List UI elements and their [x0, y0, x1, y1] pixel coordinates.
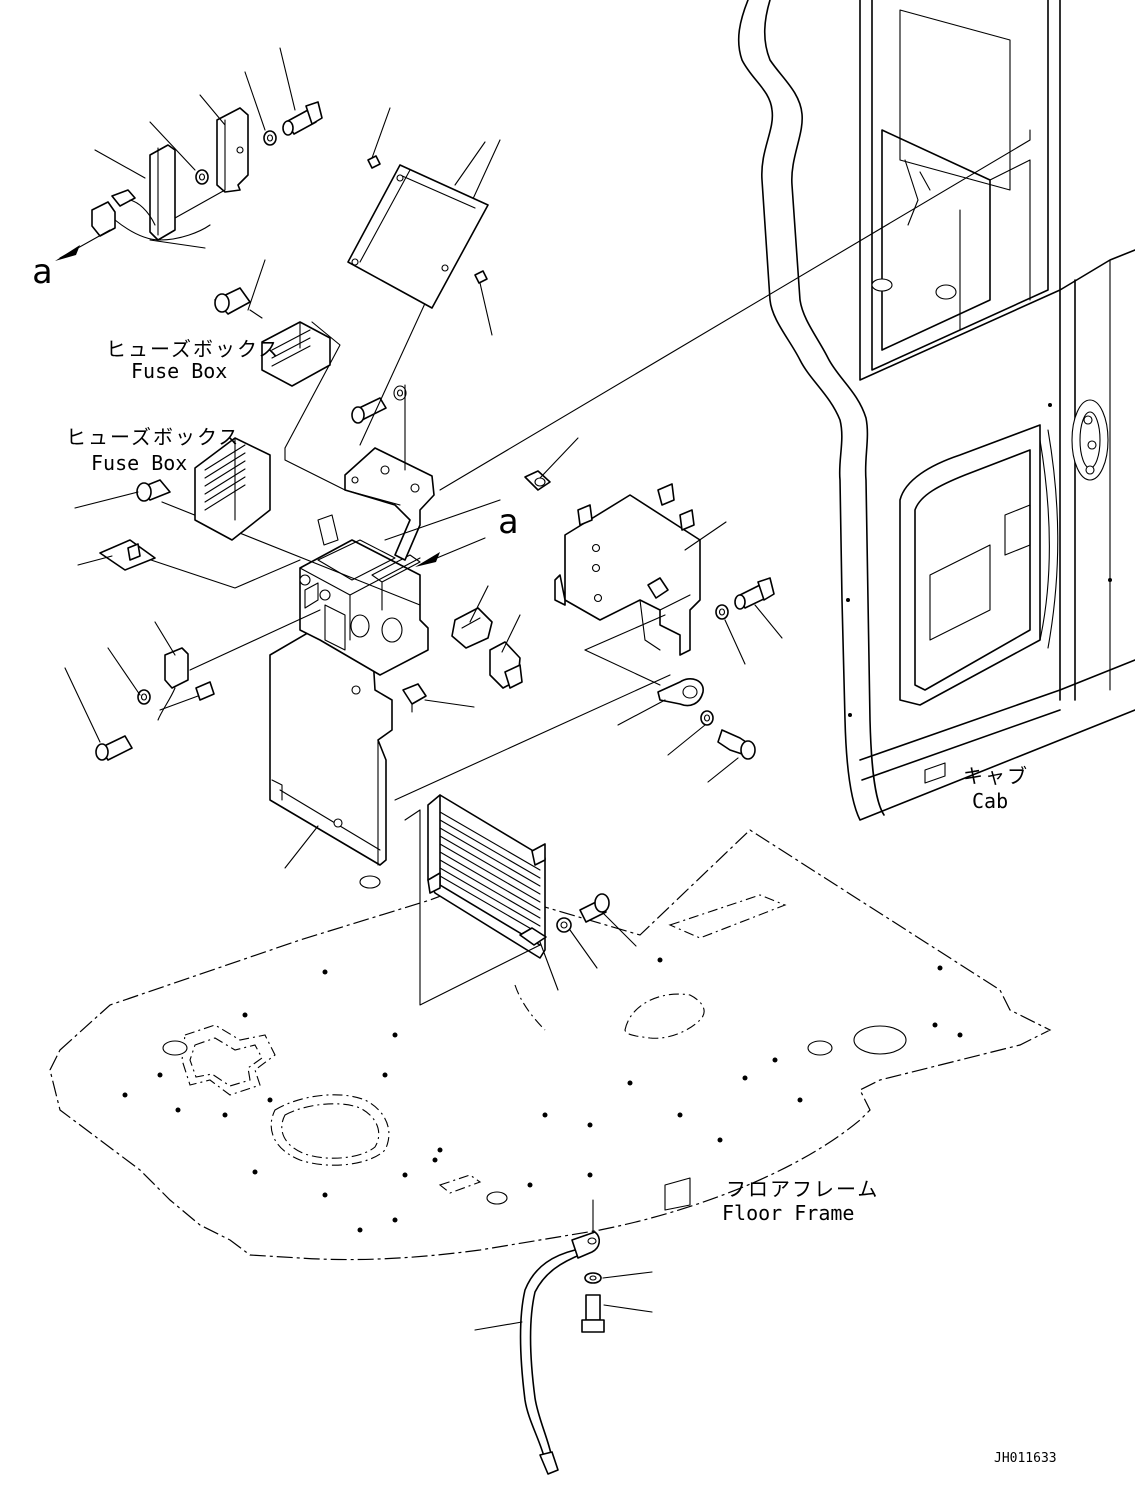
fuse-box-lower-label-jp: ヒューズボックス — [66, 425, 240, 449]
ref-letter-a-middle: a — [498, 502, 518, 542]
cab-label-jp: キャブ — [963, 764, 1029, 788]
leader-lines — [64, 47, 783, 1331]
controller-unit — [404, 794, 547, 1006]
harness-assembly — [55, 101, 323, 261]
fuse-box-upper — [214, 287, 331, 387]
fuse-box-lower — [99, 437, 271, 571]
fuse-box-upper-label-jp: ヒューズボックス — [106, 337, 280, 361]
fuse-box-lower-label-en: Fuse Box — [91, 451, 187, 475]
cab-label-en: Cab — [972, 789, 1008, 813]
fuse-box-upper-label-en: Fuse Box — [131, 359, 227, 383]
ref-letter-a-top: a — [32, 252, 52, 292]
drawing-id: JH011633 — [994, 1451, 1057, 1466]
cab-frame — [439, 0, 1135, 821]
ground-cable — [519, 1199, 605, 1475]
main-bracket-panel — [144, 139, 671, 866]
right-bracket — [554, 483, 775, 933]
floor-frame-label-en: Floor Frame — [722, 1201, 854, 1225]
floor-frame-plate — [49, 829, 1052, 1261]
top-cover-plate — [347, 155, 489, 309]
floor-frame-label-jp: フロアフレーム — [726, 1177, 879, 1201]
diagram-labels: a a ヒューズボックス Fuse Box ヒューズボックス Fuse Box … — [32, 252, 1057, 1466]
sensor-group — [95, 647, 215, 761]
